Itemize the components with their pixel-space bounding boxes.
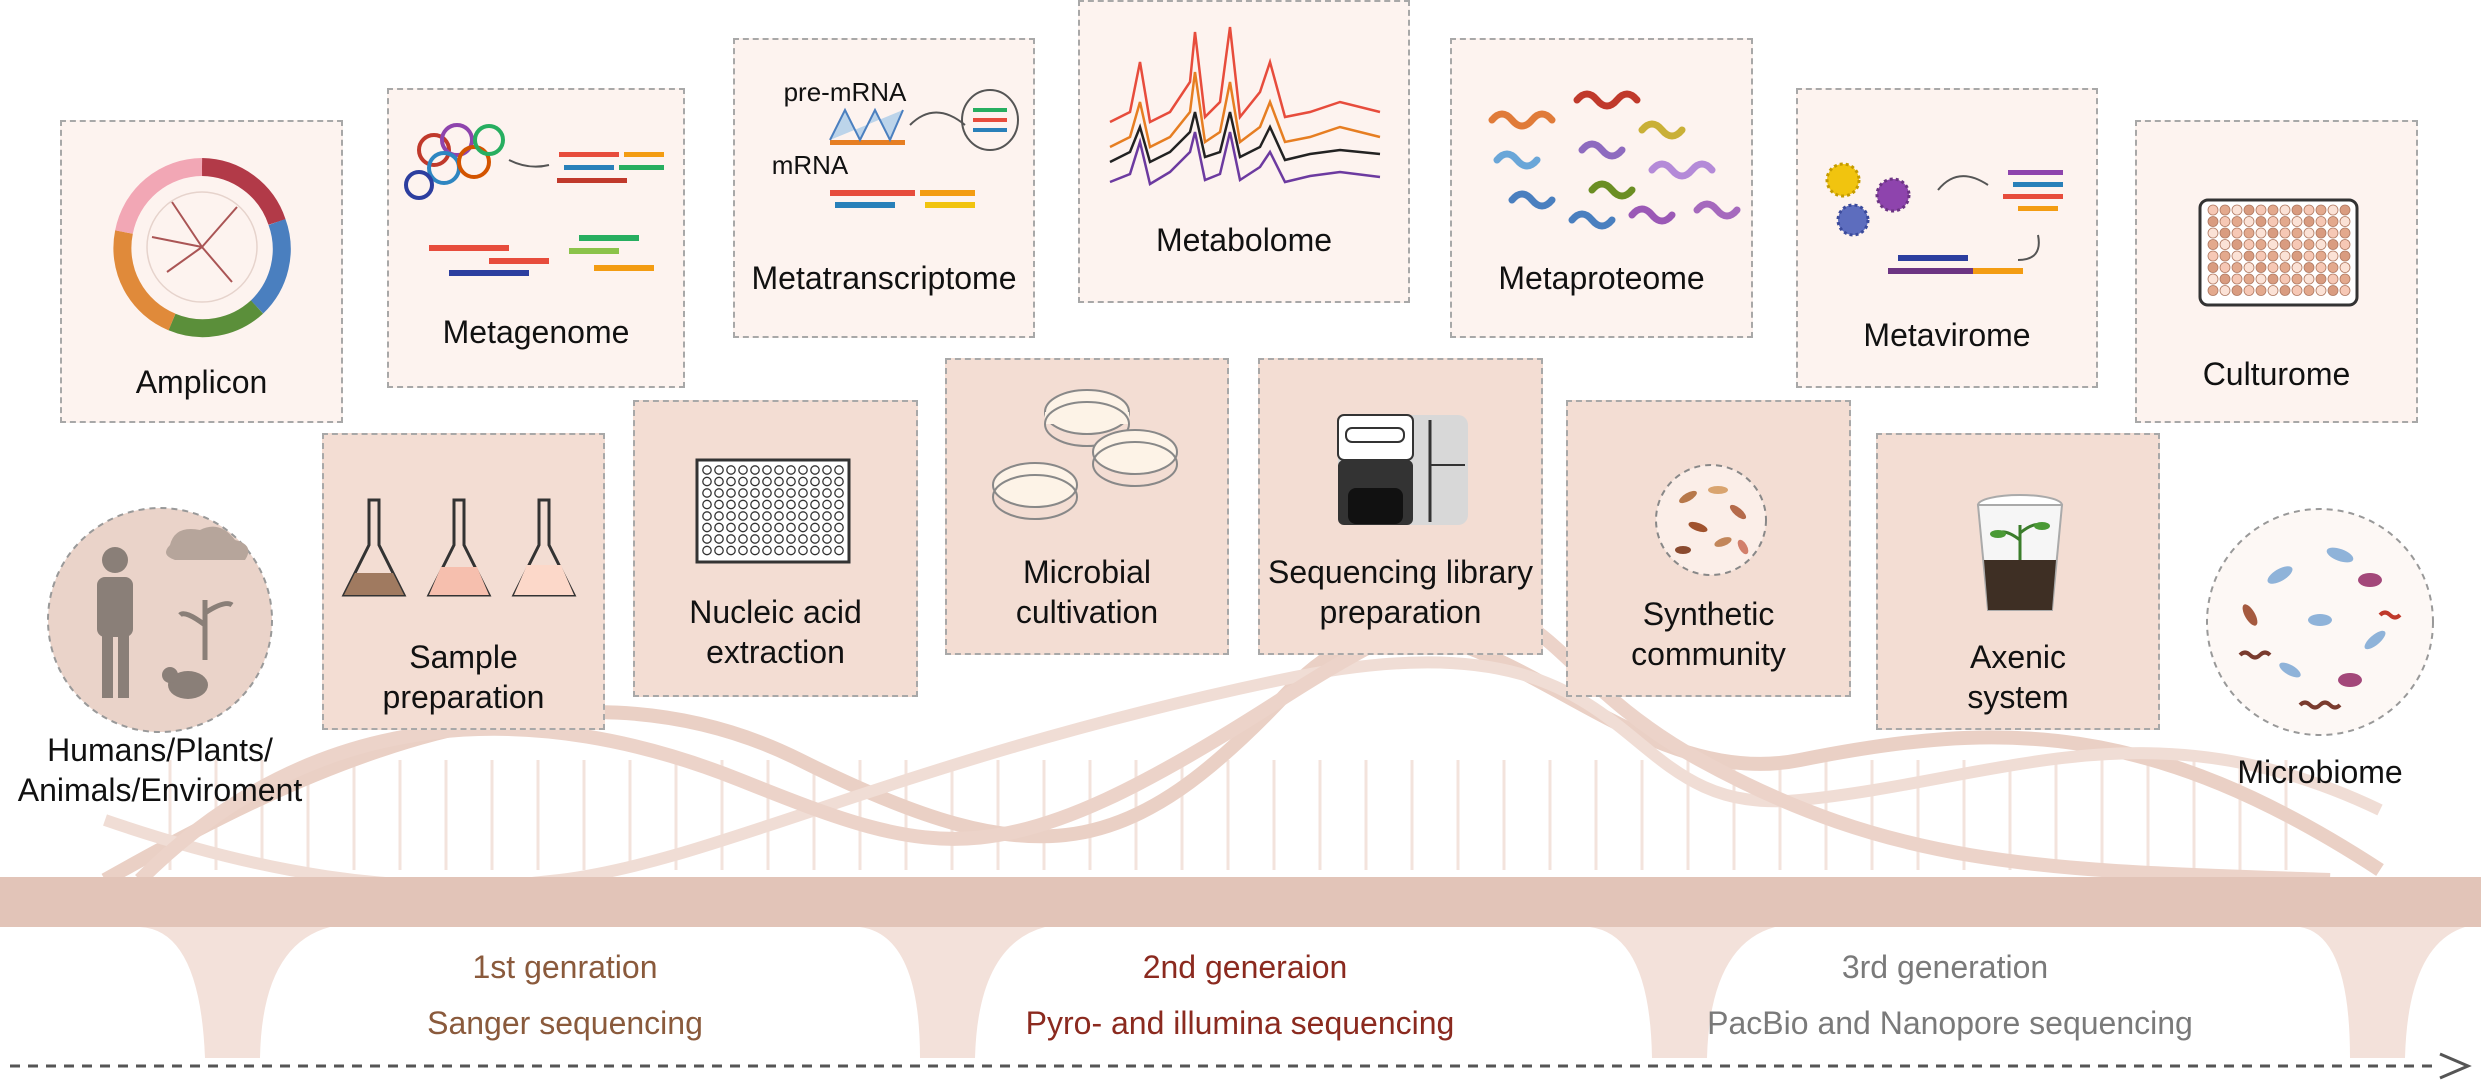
virus-icon bbox=[1825, 162, 2063, 274]
protein-structures-icon bbox=[1488, 90, 1741, 230]
gen-1-title: 1st genration bbox=[472, 949, 658, 985]
petri-dishes-icon bbox=[992, 389, 1178, 520]
label-metabolome: Metabolome bbox=[1155, 222, 1333, 258]
label-culturome: Culturome bbox=[2202, 356, 2351, 392]
card-metaproteome: Metaproteome bbox=[1450, 38, 1753, 338]
sequencer-icon bbox=[1337, 414, 1468, 525]
label-microbial-line1: Microbial bbox=[1022, 554, 1152, 590]
metatranscriptome-icon bbox=[829, 89, 1019, 208]
card-metagenome: Metagenome bbox=[387, 88, 685, 388]
metagenome-icon bbox=[404, 123, 664, 276]
bridge-deck bbox=[0, 877, 2481, 927]
label-sample-line2: preparation bbox=[382, 679, 545, 715]
label-metagenome: Metagenome bbox=[442, 314, 630, 350]
card-nucleic-acid-extraction: Nucleic acid extraction bbox=[633, 400, 918, 697]
card-axenic-system: Axenic system bbox=[1876, 433, 2160, 730]
source-organisms-icon bbox=[47, 507, 273, 733]
label-microbiome: Microbiome bbox=[2237, 754, 2403, 790]
timeline-arrow-head bbox=[2439, 1052, 2472, 1080]
label-microbial-line2: cultivation bbox=[1015, 594, 1159, 630]
card-metatranscriptome: pre-mRNA mRNA Metatranscriptome bbox=[733, 38, 1035, 338]
culture-plate-icon bbox=[2198, 198, 2359, 307]
phylogenetic-tree-icon bbox=[113, 158, 291, 338]
label-mrna: mRNA bbox=[771, 150, 849, 180]
card-synthetic-community: Synthetic community bbox=[1566, 400, 1851, 697]
label-metaproteome: Metaproteome bbox=[1498, 260, 1705, 296]
card-microbial-cultivation: Microbial cultivation bbox=[945, 358, 1229, 655]
label-synthetic-line2: community bbox=[1631, 636, 1786, 672]
label-axenic-line2: system bbox=[1967, 679, 2069, 715]
label-sample-line1: Sample bbox=[409, 639, 518, 675]
label-seqlib-line1: Sequencing library bbox=[1267, 554, 1534, 590]
dna-strand-3 bbox=[135, 603, 2331, 887]
gen-1-subtitle: Sanger sequencing bbox=[427, 1005, 703, 1041]
label-pre-mrna: pre-mRNA bbox=[783, 77, 907, 107]
card-metavirome: Metavirome bbox=[1796, 88, 2098, 388]
flasks-icon bbox=[341, 498, 577, 597]
label-metavirome: Metavirome bbox=[1863, 317, 2031, 353]
card-sequencing-library-preparation: Sequencing library preparation bbox=[1258, 358, 1543, 655]
well-plate-icon bbox=[695, 458, 851, 564]
label-metatranscriptome: Metatranscriptome bbox=[751, 260, 1017, 296]
axenic-cup-icon bbox=[1976, 494, 2064, 611]
gen-3-title: 3rd generation bbox=[1841, 949, 2049, 985]
label-source-line2: Animals/Enviroment bbox=[17, 772, 303, 808]
card-culturome: Culturome bbox=[2135, 120, 2418, 423]
microbiome-icon bbox=[2206, 508, 2434, 736]
label-axenic-line1: Axenic bbox=[1969, 639, 2067, 675]
label-seqlib-line2: preparation bbox=[1319, 594, 1482, 630]
label-nucleic-line1: Nucleic acid bbox=[689, 594, 862, 630]
label-nucleic-line2: extraction bbox=[706, 634, 845, 670]
label-source-line1: Humans/Plants/ bbox=[47, 732, 273, 768]
gen-2-subtitle: Pyro- and illumina sequencing bbox=[1025, 1005, 1455, 1041]
gen-3-subtitle: PacBio and Nanopore sequencing bbox=[1707, 1005, 2193, 1041]
card-amplicon: Amplicon bbox=[60, 120, 343, 423]
synthetic-community-icon bbox=[1655, 464, 1767, 576]
card-sample-preparation: Sample preparation bbox=[322, 433, 605, 730]
label-synthetic-line1: Synthetic bbox=[1642, 596, 1775, 632]
label-amplicon: Amplicon bbox=[135, 364, 268, 400]
gen-2-title: 2nd generaion bbox=[1142, 949, 1348, 985]
mass-spectrum-icon bbox=[1109, 26, 1381, 186]
card-metabolome: Metabolome bbox=[1078, 0, 1410, 303]
